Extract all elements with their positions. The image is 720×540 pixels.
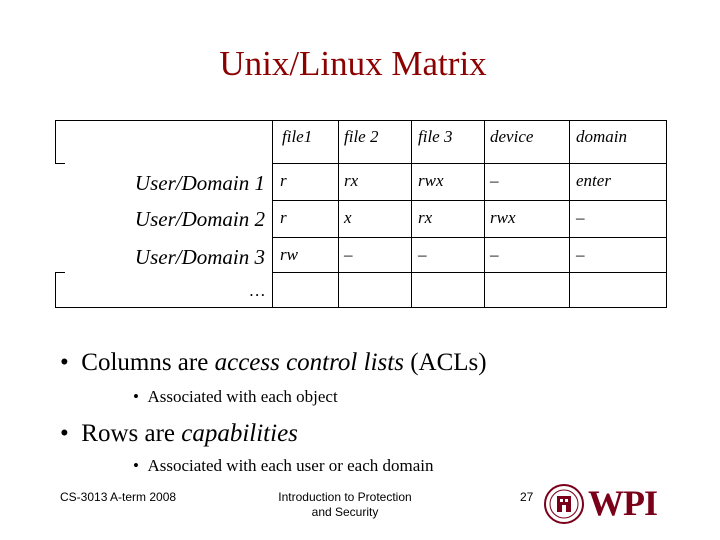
- row-label: User/Domain 3: [134, 245, 265, 269]
- wpi-logo: WPI: [588, 483, 658, 523]
- matrix-right-border: [666, 120, 667, 308]
- footer-topic: Introduction to Protection and Security: [275, 490, 415, 520]
- matrix-cell: enter: [576, 171, 611, 190]
- matrix-left-border-lower: [55, 272, 56, 308]
- matrix-cell: r: [280, 171, 287, 190]
- matrix-row-line: [272, 237, 667, 238]
- matrix-row-line: [272, 200, 667, 201]
- matrix-cell: –: [344, 245, 353, 264]
- bullet-emphasis: capabilities: [181, 420, 298, 447]
- footer-topic-line2: and Security: [311, 505, 379, 519]
- matrix-col-line: [272, 120, 273, 308]
- matrix-bottom-border: [55, 307, 667, 308]
- bullet-columns: • Columns are access control lists (ACLs…: [60, 349, 487, 376]
- matrix-cell: x: [344, 208, 352, 227]
- sub-bullet-columns: • Associated with each object: [133, 387, 338, 406]
- matrix-col-line: [411, 120, 412, 308]
- matrix-header-line: [272, 163, 667, 164]
- matrix-left-border: [55, 120, 56, 164]
- wpi-seal-icon: [544, 484, 584, 524]
- matrix-cell: rx: [418, 208, 433, 227]
- sub-bullet-text: Associated with each user or each domain: [147, 456, 434, 475]
- column-header: file 3: [418, 127, 453, 146]
- matrix-col-line: [484, 120, 485, 308]
- matrix-cell: rwx: [490, 208, 516, 227]
- matrix-cell: –: [490, 245, 499, 264]
- matrix-cell: r: [280, 208, 287, 227]
- matrix-top-border: [55, 120, 667, 121]
- column-header: file 2: [344, 127, 379, 146]
- sub-bullet-rows: • Associated with each user or each doma…: [133, 456, 434, 475]
- row-label: …: [249, 281, 265, 300]
- column-header: file1: [282, 127, 313, 146]
- matrix-cell: –: [576, 245, 585, 264]
- matrix-header-line: [55, 163, 65, 164]
- matrix-col-line: [569, 120, 570, 308]
- matrix-cell: –: [490, 171, 499, 190]
- slide-title: Unix/Linux Matrix: [219, 44, 487, 83]
- matrix-cell: rwx: [418, 171, 444, 190]
- matrix-row-line: [55, 272, 65, 273]
- row-label: User/Domain 1: [134, 171, 265, 195]
- matrix-col-line: [338, 120, 339, 308]
- footer-topic-line1: Introduction to Protection: [278, 490, 412, 504]
- matrix-cell: –: [418, 245, 427, 264]
- row-label: User/Domain 2: [134, 207, 265, 231]
- matrix-cell: rw: [280, 245, 298, 264]
- bullet-emphasis: access control lists: [214, 349, 404, 376]
- column-header: domain: [576, 127, 627, 146]
- bullet-tail: (ACLs): [403, 349, 487, 376]
- bullet-text: Rows are: [81, 420, 182, 447]
- matrix-row-line: [272, 272, 667, 273]
- sub-bullet-text: Associated with each object: [147, 387, 338, 406]
- footer-course: CS-3013 A-term 2008: [60, 490, 177, 504]
- matrix-cell: –: [576, 208, 585, 227]
- page-number: 27: [520, 490, 534, 504]
- bullet-text: Columns are: [81, 349, 215, 376]
- matrix-cell: rx: [344, 171, 359, 190]
- column-header: device: [490, 127, 534, 146]
- bullet-rows: • Rows are capabilities: [60, 420, 298, 447]
